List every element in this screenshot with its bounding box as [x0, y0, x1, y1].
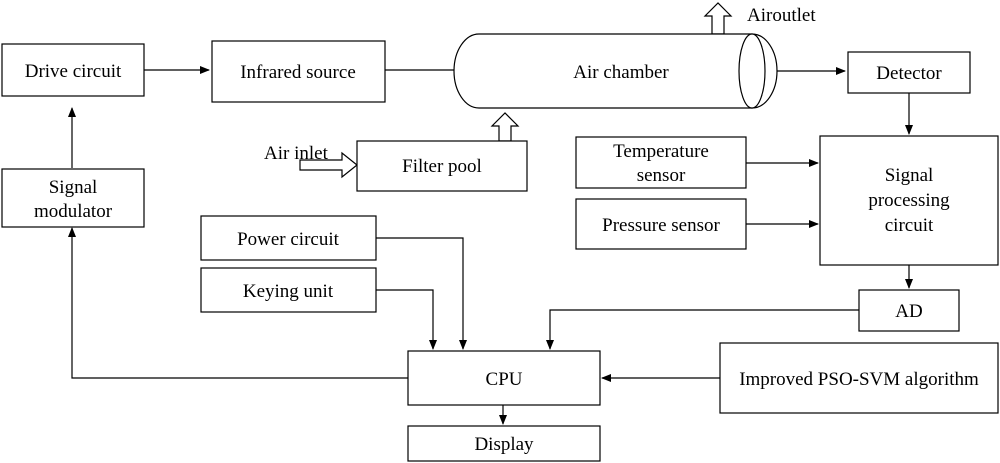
temperature-sensor-label-line2: sensor: [637, 165, 686, 186]
cpu-label: CPU: [486, 369, 523, 390]
algorithm-label: Improved PSO-SVM algorithm: [739, 369, 979, 390]
signal-modulator-label-line1: Signal: [49, 177, 98, 198]
drive-circuit-label: Drive circuit: [25, 61, 122, 82]
air-inlet-hollow-arrow: [299, 151, 358, 179]
ad-block: AD: [858, 289, 960, 332]
ad-to-cpu-arrow: [546, 309, 859, 350]
signal-processing-label-line2: processing: [868, 190, 950, 211]
filter-to-chamber-hollow-arrow: [490, 112, 520, 142]
display-block: Display: [407, 425, 601, 462]
power-to-cpu-arrow: [376, 237, 467, 350]
temperature-sensor-block: Temperature sensor: [575, 136, 747, 189]
detector-block: Detector: [847, 51, 971, 94]
signal-processing-label-line3: circuit: [885, 215, 934, 236]
signal-processing-circuit-block: Signal processing circuit: [819, 135, 999, 266]
signal-modulator-block: Signal modulator: [1, 168, 145, 228]
air-outlet-label: Airoutlet: [747, 5, 816, 26]
keying-unit-label: Keying unit: [243, 281, 334, 302]
infrared-source-label: Infrared source: [240, 62, 356, 83]
power-circuit-block: Power circuit: [200, 215, 377, 261]
connectors: [68, 66, 913, 425]
air-chamber-end: [738, 33, 766, 109]
drive-circuit-block: Drive circuit: [1, 43, 145, 97]
signal-processing-label-line1: Signal: [885, 165, 934, 186]
keying-to-cpu-arrow: [376, 289, 437, 350]
cpu-block: CPU: [407, 350, 601, 406]
infrared-source-block: Infrared source: [211, 40, 386, 103]
keying-unit-block: Keying unit: [200, 267, 377, 313]
cpu-to-modulator-arrow: [68, 227, 408, 379]
temperature-sensor-label-line1: Temperature: [613, 141, 709, 162]
pressure-sensor-block: Pressure sensor: [575, 198, 747, 250]
air-chamber: Air chamber: [453, 33, 778, 109]
air-outlet-hollow-arrow: [703, 2, 733, 35]
detector-label: Detector: [876, 63, 942, 84]
air-inlet-label: Air inlet: [264, 143, 329, 164]
power-circuit-label: Power circuit: [237, 229, 340, 250]
signal-modulator-label-line2: modulator: [34, 201, 113, 222]
filter-pool-block: Filter pool: [356, 140, 528, 192]
air-chamber-label: Air chamber: [573, 62, 669, 83]
algorithm-block: Improved PSO-SVM algorithm: [719, 342, 999, 414]
ad-label: AD: [895, 301, 922, 322]
filter-pool-label: Filter pool: [402, 156, 482, 177]
display-label: Display: [474, 434, 534, 455]
pressure-sensor-label: Pressure sensor: [602, 215, 720, 236]
